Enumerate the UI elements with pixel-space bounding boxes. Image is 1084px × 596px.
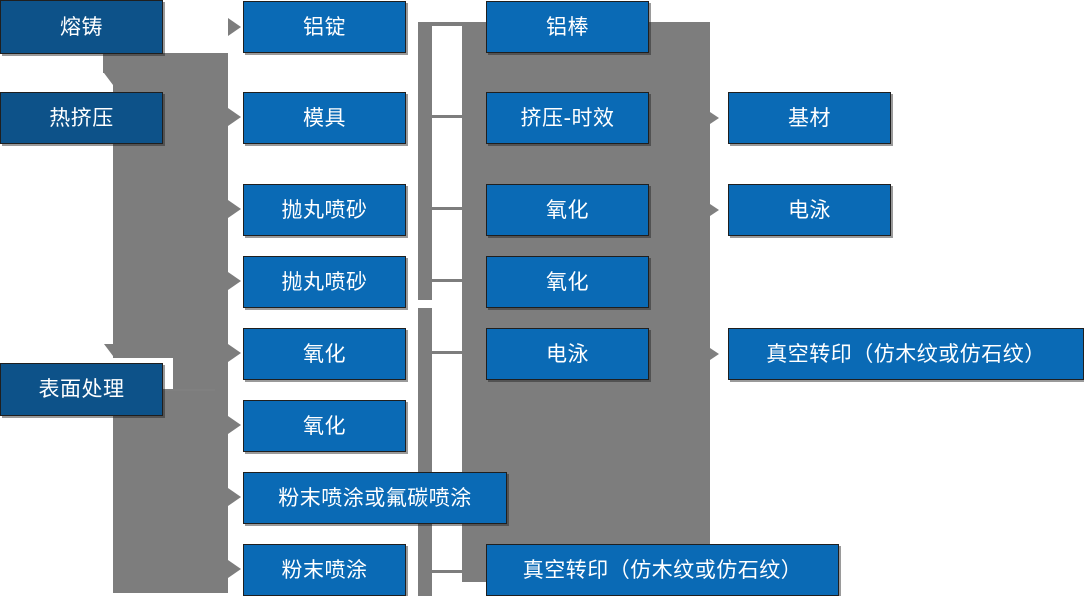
connector-rail-left — [418, 22, 432, 300]
connector-arrow-a3 — [228, 200, 241, 218]
stage-label-melting: 熔铸 — [60, 14, 103, 39]
process-a-label-5: 氧化 — [303, 341, 346, 366]
connector-arrow-down-extrusion — [104, 73, 122, 85]
process-a-label-3: 抛丸喷砂 — [281, 197, 368, 222]
connector-arrow-a2 — [228, 108, 241, 126]
connector-tick-b6 — [432, 570, 462, 573]
connector-arrow-o3 — [710, 348, 719, 360]
process-a-box-1[interactable]: 铝锭 — [243, 1, 406, 53]
output-label-2: 电泳 — [788, 197, 831, 222]
process-a-box-3[interactable]: 抛丸喷砂 — [243, 184, 406, 236]
process-a-box-7[interactable]: 粉末喷涂或氟碳喷涂 — [243, 472, 507, 524]
process-b-box-5[interactable]: 电泳 — [486, 328, 649, 380]
process-a-box-6[interactable]: 氧化 — [243, 400, 406, 452]
connector-arrow-a4 — [228, 272, 241, 290]
connector-arrow-a1 — [228, 18, 241, 36]
connector-arrow-a5 — [228, 344, 241, 362]
process-b-label-5: 电泳 — [546, 341, 589, 366]
process-a-label-4: 抛丸喷砂 — [281, 269, 368, 294]
output-box-3[interactable]: 真空转印（仿木纹或仿石纹） — [728, 328, 1084, 380]
process-a-box-2[interactable]: 模具 — [243, 92, 406, 144]
process-b-box-3[interactable]: 氧化 — [486, 184, 649, 236]
process-b-label-3: 氧化 — [546, 197, 589, 222]
connector-tick-b1 — [418, 22, 462, 26]
connector-arrow-o1 — [710, 112, 719, 124]
output-box-1[interactable]: 基材 — [728, 92, 891, 144]
process-a-box-5[interactable]: 氧化 — [243, 328, 406, 380]
stage-label-extrusion: 热挤压 — [49, 105, 114, 130]
process-a-label-1: 铝锭 — [303, 14, 346, 39]
process-a-box-4[interactable]: 抛丸喷砂 — [243, 256, 406, 308]
process-b-label-1: 铝棒 — [546, 14, 589, 39]
connector-tick-b3 — [432, 207, 462, 210]
stage-box-extrusion[interactable]: 热挤压 — [0, 92, 163, 144]
stage-box-surface[interactable]: 表面处理 — [0, 363, 163, 416]
stage-box-melting[interactable]: 熔铸 — [0, 0, 163, 54]
connector-arrow-a6 — [228, 416, 241, 434]
process-b-box-6[interactable]: 真空转印（仿木纹或仿石纹） — [486, 544, 839, 596]
connector-stub-surface — [163, 389, 215, 391]
connector-tick-b4 — [432, 279, 462, 282]
process-a-label-7: 粉末喷涂或氟碳喷涂 — [278, 485, 472, 510]
connector-tick-b5 — [432, 351, 462, 354]
output-box-2[interactable]: 电泳 — [728, 184, 891, 236]
process-a-label-2: 模具 — [303, 105, 346, 130]
connector-arrow-a7 — [228, 488, 241, 506]
process-a-label-8: 粉末喷涂 — [281, 557, 368, 582]
connector-arrow-o2 — [710, 204, 719, 216]
connector-melting-stub — [103, 53, 133, 73]
process-b-box-1[interactable]: 铝棒 — [486, 1, 649, 53]
connector-arrow-down-surface — [104, 344, 122, 356]
connector-tick-b2 — [432, 115, 462, 118]
process-b-label-2: 挤压-时效 — [520, 105, 615, 130]
process-b-label-6: 真空转印（仿木纹或仿石纹） — [522, 557, 803, 582]
process-b-label-4: 氧化 — [546, 269, 589, 294]
connector-arrow-a8 — [228, 560, 241, 578]
output-label-3: 真空转印（仿木纹或仿石纹） — [766, 341, 1046, 366]
stage-label-surface: 表面处理 — [38, 377, 125, 401]
output-label-1: 基材 — [788, 105, 831, 130]
connector-rail-left-lower — [418, 308, 432, 596]
process-b-box-2[interactable]: 挤压-时效 — [486, 92, 649, 144]
process-b-box-4[interactable]: 氧化 — [486, 256, 649, 308]
process-a-box-8[interactable]: 粉末喷涂 — [243, 544, 406, 596]
process-a-label-6: 氧化 — [303, 413, 346, 438]
